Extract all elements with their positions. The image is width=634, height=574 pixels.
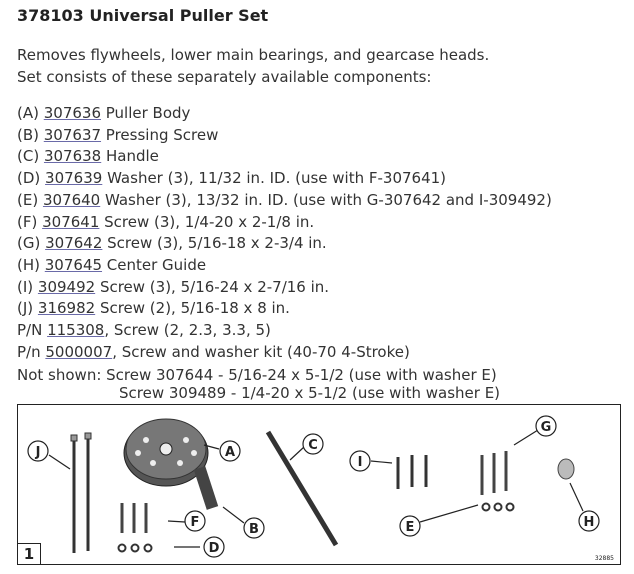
part-number-link[interactable]: 5000007: [45, 342, 113, 361]
component-description: , Screw (2, 2.3, 3.3, 5): [104, 321, 271, 339]
screws-i: [396, 455, 428, 489]
component-row: (C) 307638 Handle: [17, 147, 159, 165]
page-title: 378103 Universal Puller Set: [17, 6, 269, 25]
not-shown-line-1: Not shown: Screw 307644 - 5/16-24 x 5-1/…: [17, 366, 497, 384]
component-description: Center Guide: [102, 255, 207, 274]
component-description: Washer (3), 11/32 in. ID. (use with F-30…: [102, 169, 447, 188]
callout-circles: [27, 415, 600, 558]
component-description: Screw (3), 5/16-18 x 2-3/4 in.: [102, 234, 327, 253]
component-description: Screw (2), 5/16-18 x 8 in.: [95, 299, 290, 318]
component-row: (D) 307639 Washer (3), 11/32 in. ID. (us…: [17, 169, 446, 187]
part-number-link[interactable]: 309492: [37, 277, 96, 296]
component-row: (A) 307636 Puller Body: [17, 104, 190, 122]
leader-lines: [48, 429, 584, 548]
component-label: (D): [17, 169, 46, 188]
parts-illustration: J A C I G H E F B D 1 32885: [17, 404, 621, 565]
callout-i: I: [358, 455, 363, 470]
screws-f: [120, 503, 148, 533]
part-number-link[interactable]: 307645: [44, 255, 103, 274]
component-label: (B): [17, 125, 44, 144]
callout-c: C: [308, 438, 318, 453]
component-label: (C): [17, 147, 44, 166]
component-label: (H): [17, 255, 45, 274]
component-label: P/n: [17, 342, 46, 361]
callout-j: J: [35, 445, 41, 460]
part-number-link[interactable]: 115308: [47, 321, 105, 339]
component-row: (J) 316982 Screw (2), 5/16-18 x 8 in.: [17, 299, 290, 317]
component-description: Screw (3), 1/4-20 x 2-1/8 in.: [99, 212, 315, 231]
part-number-link[interactable]: 307642: [45, 234, 103, 253]
part-number-link[interactable]: 307639: [45, 169, 103, 188]
puller-body-a: [123, 418, 209, 487]
component-description: , Screw and washer kit (40-70 4-Stroke): [112, 342, 410, 361]
component-label: (J): [17, 299, 38, 318]
callout-d: D: [209, 541, 220, 556]
callout-b: B: [249, 522, 259, 537]
description-line-2: Set consists of these separately availab…: [17, 68, 432, 86]
component-label: (I): [17, 277, 38, 296]
screws-g: [480, 451, 508, 495]
long-screws-j: [70, 432, 92, 553]
component-label: (G): [17, 234, 46, 253]
callout-e: E: [406, 520, 415, 535]
component-row: P/n 5000007, Screw and washer kit (40-70…: [17, 343, 410, 361]
part-number-link[interactable]: 316982: [37, 299, 96, 318]
component-description: Washer (3), 13/32 in. ID. (use with G-30…: [100, 190, 552, 209]
pressing-screw-b: [193, 466, 219, 510]
part-number-link[interactable]: 307636: [43, 104, 101, 122]
callout-f: F: [191, 515, 200, 530]
component-row: (I) 309492 Screw (3), 5/16-24 x 2-7/16 i…: [17, 278, 329, 296]
callout-h: H: [584, 515, 595, 530]
not-shown-line-2: Screw 309489 - 1/4-20 x 5-1/2 (use with …: [119, 384, 501, 402]
part-number-link[interactable]: 307637: [43, 125, 102, 144]
component-row: (F) 307641 Screw (3), 1/4-20 x 2-1/8 in.: [17, 213, 314, 231]
parts-drawing: J A C I G H E F B D: [27, 415, 600, 558]
component-description: Pressing Screw: [101, 125, 219, 144]
callout-g: G: [541, 420, 552, 435]
figure-number: 1: [18, 543, 41, 564]
part-number-link[interactable]: 307640: [42, 190, 101, 209]
figure-code: 32885: [594, 555, 614, 562]
component-row: (B) 307637 Pressing Screw: [17, 126, 218, 144]
component-label: (A): [17, 104, 44, 122]
component-label: (F): [17, 212, 43, 231]
component-row: (G) 307642 Screw (3), 5/16-18 x 2-3/4 in…: [17, 234, 327, 252]
component-row: P/N 115308, Screw (2, 2.3, 3.3, 5): [17, 321, 271, 339]
callout-a: A: [225, 445, 235, 460]
washers-e: [481, 502, 515, 512]
handle-c: [265, 430, 339, 547]
component-row: (E) 307640 Washer (3), 13/32 in. ID. (us…: [17, 191, 552, 209]
part-number-link[interactable]: 307641: [42, 212, 100, 231]
part-number-link[interactable]: 307638: [43, 147, 102, 166]
component-label: P/N: [17, 321, 48, 339]
washers-d: [117, 543, 153, 553]
component-description: Puller Body: [101, 104, 191, 122]
component-label: (E): [17, 190, 43, 209]
center-guide-h: [557, 458, 575, 480]
component-description: Handle: [101, 147, 159, 166]
component-row: (H) 307645 Center Guide: [17, 256, 206, 274]
component-description: Screw (3), 5/16-24 x 2-7/16 in.: [95, 277, 330, 296]
description-line-1: Removes flywheels, lower main bearings, …: [17, 46, 490, 64]
